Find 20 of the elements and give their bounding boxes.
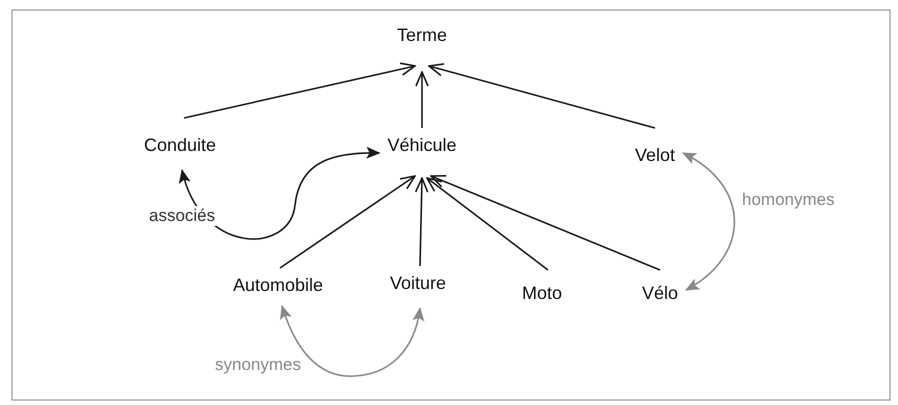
term-label: Terme <box>397 24 447 46</box>
arrow <box>415 71 429 128</box>
arrow <box>430 174 660 271</box>
edge-label: associés <box>148 206 216 226</box>
edge-label: homonymes <box>741 190 836 210</box>
term-label: Conduite <box>144 134 216 156</box>
arrow <box>426 177 548 271</box>
arrow <box>184 62 416 119</box>
arrow <box>414 177 428 266</box>
curved-arrow <box>682 152 736 291</box>
arrow <box>280 175 416 269</box>
curved-arrow <box>280 305 424 377</box>
term-label: Moto <box>522 282 562 304</box>
term-label: Vélo <box>642 282 678 304</box>
arrow <box>428 63 656 129</box>
term-label: Voiture <box>390 272 446 294</box>
term-label: Automobile <box>232 274 324 296</box>
term-label: Véhicule <box>387 134 457 156</box>
curved-arrow <box>180 146 380 240</box>
term-label: Velot <box>634 144 676 166</box>
